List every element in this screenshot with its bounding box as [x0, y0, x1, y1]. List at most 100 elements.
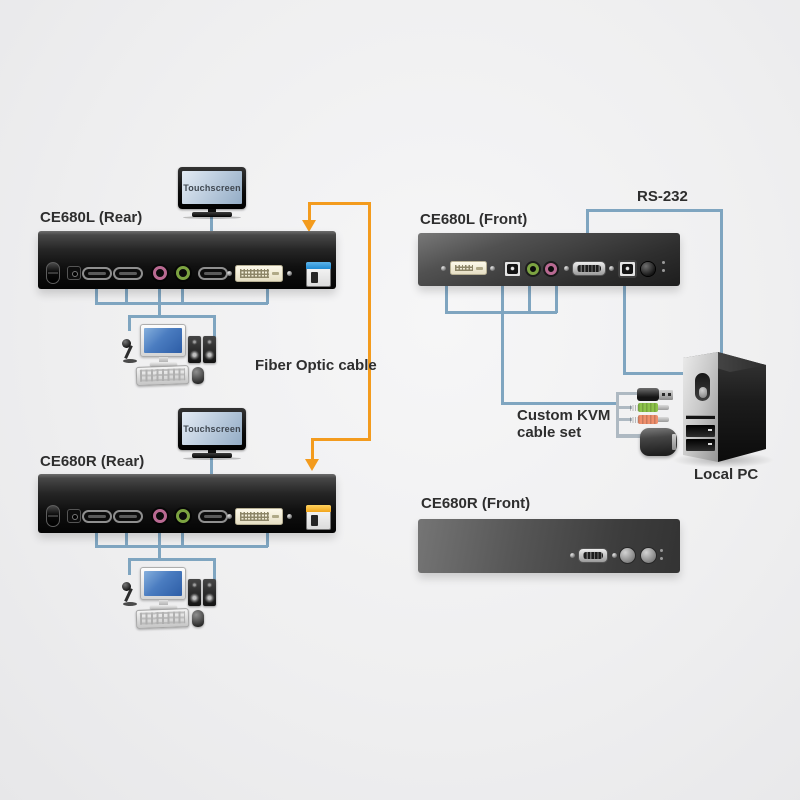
kvm-cable-stub [501, 286, 504, 313]
mic-jack-pink [153, 266, 167, 280]
touchscreen-label: Touchscreen [183, 423, 241, 434]
audio-jack-green [527, 263, 539, 275]
fiber-cable-arrow-top [302, 220, 316, 232]
monitor-base [150, 362, 177, 366]
ce680r-front-panel [418, 519, 680, 573]
orange-plug-relief [630, 416, 639, 423]
keyboard-icon [135, 365, 190, 386]
screw [609, 266, 614, 271]
peripheral-bracket-left [128, 315, 131, 331]
label-fiber-optic-cable: Fiber Optic cable [255, 357, 377, 374]
pc-drive-bay [686, 425, 715, 437]
fiber-cable-right-vertical [368, 202, 371, 441]
ce680l-front-panel [418, 233, 680, 286]
microphone-icon [121, 582, 139, 608]
hdmi-port [198, 510, 228, 523]
led-indicator [662, 269, 665, 272]
screw [227, 514, 232, 519]
mic-base [123, 359, 137, 363]
desktop-monitor-icon [140, 567, 186, 600]
pc-power-button [695, 373, 710, 401]
label-rs232: RS-232 [637, 188, 688, 205]
cable-bundle-spine [616, 392, 619, 438]
console-cable-stub [158, 532, 161, 547]
green-plug-cord [618, 406, 632, 409]
peripheral-bracket-left [128, 558, 131, 575]
hdmi-port [113, 510, 143, 523]
console-cable-bracket [95, 302, 268, 305]
keyboard-icon [135, 608, 190, 629]
console-cable-stub [95, 289, 98, 304]
audio-plug-orange [638, 415, 658, 424]
led-indicator [662, 261, 665, 264]
usb-b-port [503, 260, 522, 278]
console-cable-stub [125, 532, 128, 547]
touchscreen-cable-bottom [210, 458, 213, 474]
speaker-icon [188, 336, 201, 363]
orange-plug-tip [658, 417, 669, 422]
hdmi-port [82, 267, 112, 280]
dc-power-jack [67, 509, 81, 523]
monitor-base [192, 453, 232, 458]
console-peripherals-bottom [116, 563, 228, 633]
pc-drive-slot [686, 415, 715, 419]
mic-head [122, 582, 131, 591]
console-cable-stub [125, 289, 128, 304]
label-ce680r-front: CE680R (Front) [421, 495, 531, 512]
mouse-icon [192, 610, 204, 627]
monitor-neck [208, 450, 216, 453]
screw [287, 271, 292, 276]
fiber-cable-bottom-vertical [311, 438, 314, 460]
kvm-cable-drop [501, 311, 504, 404]
usb-a-plug [637, 388, 659, 401]
dc-power-jack [67, 266, 81, 280]
touchscreen-monitor-top: Touchscreen [178, 167, 246, 219]
fiber-optic-module [306, 505, 331, 530]
fiber-cable-top-horizontal [308, 202, 371, 205]
screw [441, 266, 446, 271]
peripheral-bracket [128, 315, 216, 318]
green-plug-tip [658, 405, 669, 410]
console-cable-stub [158, 289, 161, 304]
console-peripherals-top [116, 320, 228, 390]
fiber-cable-bottom-horizontal [311, 438, 371, 441]
touchscreen-cable-top [210, 217, 213, 233]
console-cable-stub [181, 532, 184, 547]
monitor-bezel: Touchscreen [178, 408, 246, 450]
console-cable-drop [158, 302, 161, 317]
power-rocker-switch [46, 262, 60, 284]
dvi-port [450, 261, 487, 275]
screw [287, 514, 292, 519]
pc-bay-led [708, 443, 712, 445]
console-cable-stub [95, 532, 98, 547]
push-button [641, 548, 656, 563]
screw [612, 553, 617, 558]
push-button [641, 262, 655, 276]
label-custom-kvm-line1: Custom KVM [517, 407, 611, 424]
peripheral-bracket [128, 558, 216, 561]
console-cable-stub [266, 289, 269, 304]
fiber-cable-arrow-bottom [305, 459, 319, 471]
audio-plug-green [638, 403, 658, 412]
hdmi-port [198, 267, 228, 280]
kvm-cable-horizontal [501, 402, 619, 405]
label-ce680r-rear: CE680R (Rear) [40, 453, 145, 470]
screw [227, 271, 232, 276]
kvm-cable-stub [555, 286, 558, 313]
microphone-icon [121, 339, 139, 365]
screw [564, 266, 569, 271]
audio-jack-green [176, 509, 190, 523]
screw [570, 553, 575, 558]
led-indicator [660, 557, 663, 560]
peripheral-bracket-right [213, 315, 216, 339]
vga-plug-cord [616, 434, 642, 438]
mouse-icon [192, 367, 204, 384]
led-indicator [660, 549, 663, 552]
monitor-base [150, 605, 177, 609]
touchscreen-monitor-bottom: Touchscreen [178, 408, 246, 460]
local-pc-tower [670, 346, 776, 468]
console-cable-stub [266, 532, 269, 547]
monitor-neck [159, 357, 168, 362]
monitor-shadow [183, 457, 241, 460]
